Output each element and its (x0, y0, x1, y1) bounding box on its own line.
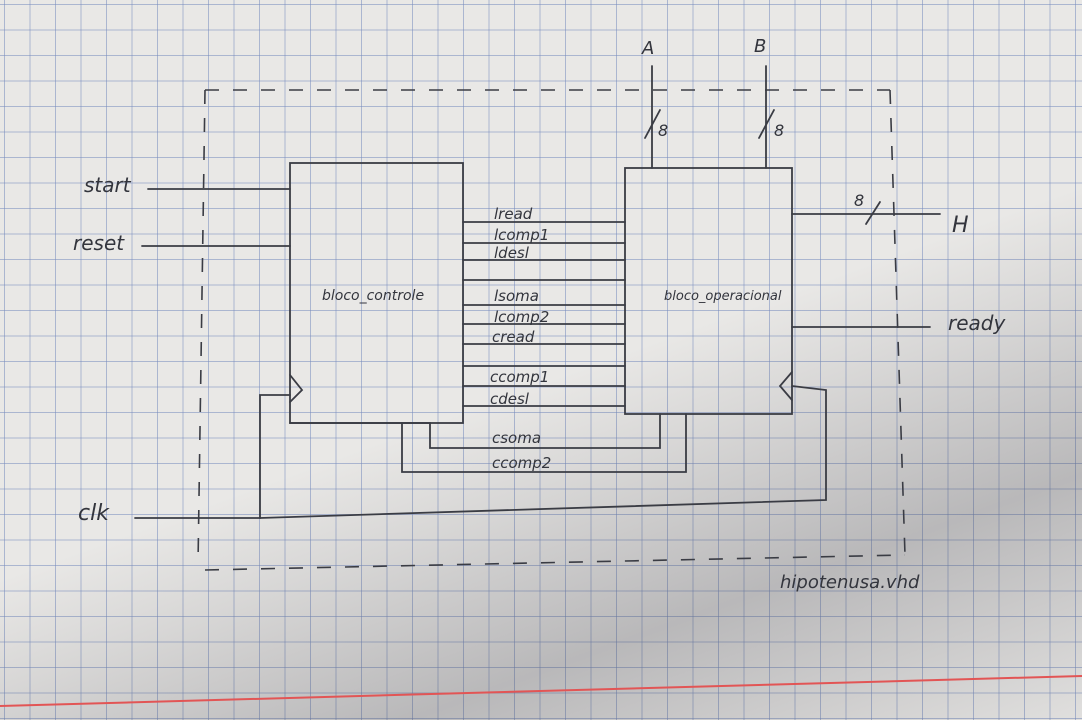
signal-label: ldesl (494, 244, 530, 262)
reset-label: reset (73, 231, 125, 255)
signal-label: lsoma (494, 287, 539, 305)
h-label: H (952, 213, 969, 238)
bus-b-label: B (754, 36, 766, 57)
signal-label: lcomp2 (494, 308, 549, 326)
margin-line (0, 675, 1082, 707)
signal-label: lcomp1 (494, 226, 549, 244)
control-block-label: bloco_controle (322, 288, 424, 304)
bus-a-width: 8 (658, 121, 668, 140)
start-label: start (84, 173, 132, 197)
signal-labels: lread lcomp1 ldesl lsoma lcomp2 cread cc… (490, 205, 551, 472)
clk-wire-datapath (259, 385, 827, 519)
signal-label: cdesl (490, 390, 530, 408)
h-bus-slash (865, 201, 881, 225)
signal-label: lread (494, 205, 533, 223)
datapath-block-label: bloco_operacional (664, 289, 782, 304)
bus-b-slash (758, 109, 775, 139)
bus-a-slash (644, 109, 661, 139)
signal-label: ccomp2 (492, 454, 551, 472)
clk-wire (134, 394, 291, 519)
ready-label: ready (948, 311, 1006, 335)
datapath-clock-marker (778, 371, 793, 401)
entity-name-label: hipotenusa.vhd (780, 572, 920, 593)
signal-label: cread (492, 328, 535, 346)
control-clock-marker (289, 374, 304, 403)
entity-boundary (197, 89, 906, 571)
clk-label: clk (78, 501, 110, 526)
signal-label: csoma (492, 429, 541, 447)
bus-b-width: 8 (774, 121, 784, 140)
signal-label: ccomp1 (490, 368, 549, 386)
signal-wires (289, 221, 687, 473)
datapath-block (624, 167, 793, 415)
h-width: 8 (854, 191, 864, 210)
bus-a-label: A (641, 38, 654, 59)
